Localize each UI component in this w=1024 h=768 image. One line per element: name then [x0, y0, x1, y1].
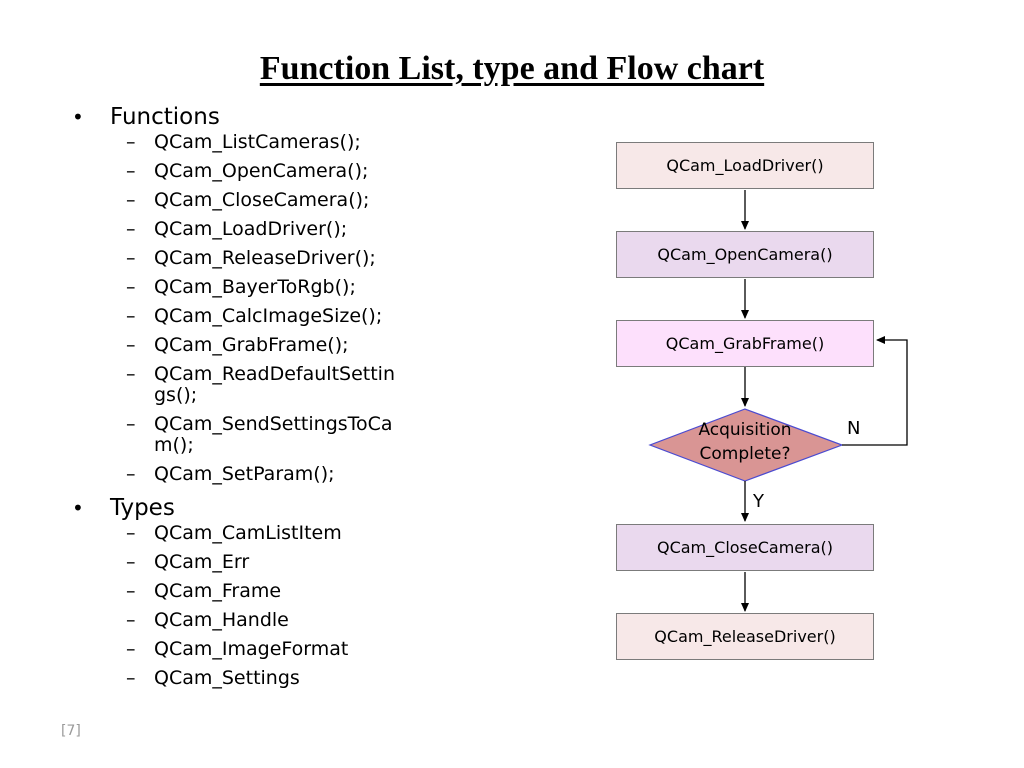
list-item-text: QCam_Err [154, 551, 250, 573]
list-item-text: QCam_CalcImageSize(); [154, 305, 383, 327]
list-item-text: QCam_OpenCamera(); [154, 160, 369, 182]
list-item: –QCam_SetParam(); [110, 464, 399, 485]
list-item: –QCam_ListCameras(); [110, 132, 399, 153]
list-item: –QCam_CloseCamera(); [110, 190, 399, 211]
list-item: –QCam_ReleaseDriver(); [110, 248, 399, 269]
list-item-text: QCam_CamListItem [154, 522, 342, 544]
content-list: • Functions –QCam_ListCameras();–QCam_Op… [70, 102, 470, 697]
dash-icon: – [126, 160, 136, 182]
slide-title: Function List, type and Flow chart [259, 50, 765, 87]
list-item-text: QCam_ImageFormat [154, 638, 349, 660]
functions-list: –QCam_ListCameras();–QCam_OpenCamera();–… [110, 132, 470, 485]
arrow-loop-back [842, 336, 908, 446]
list-item-text: QCam_Frame [154, 580, 282, 602]
page-number: [7] [61, 723, 81, 739]
dash-icon: – [126, 413, 136, 435]
list-item: –QCam_LoadDriver(); [110, 219, 399, 240]
dash-icon: – [126, 305, 136, 327]
list-item-text: QCam_ReleaseDriver(); [154, 247, 376, 269]
functions-heading: Functions [110, 104, 220, 130]
list-item: –QCam_SendSettingsToCam(); [110, 414, 399, 456]
list-item-text: QCam_GrabFrame(); [154, 334, 349, 356]
list-item: –QCam_ReadDefaultSettings(); [110, 364, 399, 406]
types-list: –QCam_CamListItem–QCam_Err–QCam_Frame–QC… [110, 523, 470, 689]
release-driver-box: QCam_ReleaseDriver() [616, 613, 874, 660]
dash-icon: – [126, 667, 136, 689]
list-item: –QCam_ImageFormat [110, 639, 399, 660]
open-camera-box: QCam_OpenCamera() [616, 231, 874, 278]
dash-icon: – [126, 522, 136, 544]
list-item-text: QCam_Settings [154, 667, 300, 689]
types-heading: Types [110, 495, 175, 521]
bullet-icon: • [72, 496, 84, 520]
list-item-text: QCam_SetParam(); [154, 463, 335, 485]
list-item-text: QCam_ListCameras(); [154, 131, 361, 153]
list-item: –QCam_OpenCamera(); [110, 161, 399, 182]
list-item-text: QCam_ReadDefaultSettings(); [154, 363, 396, 406]
functions-section: • Functions –QCam_ListCameras();–QCam_Op… [70, 102, 470, 485]
list-item: –QCam_Settings [110, 668, 399, 689]
list-item: –QCam_BayerToRgb(); [110, 277, 399, 298]
close-camera-box: QCam_CloseCamera() [616, 524, 874, 571]
dash-icon: – [126, 363, 136, 385]
grab-frame-box: QCam_GrabFrame() [616, 320, 874, 367]
bullet-icon: • [72, 105, 84, 129]
list-item-text: QCam_BayerToRgb(); [154, 276, 356, 298]
list-item: –QCam_CalcImageSize(); [110, 306, 399, 327]
list-item: –QCam_Frame [110, 581, 399, 602]
flowchart: QCam_LoadDriver() QCam_OpenCamera() QCam… [600, 130, 920, 690]
flowchart-connectors [648, 190, 908, 612]
dash-icon: – [126, 247, 136, 269]
list-item-text: QCam_CloseCamera(); [154, 189, 370, 211]
list-item-text: QCam_LoadDriver(); [154, 218, 348, 240]
list-item: –QCam_GrabFrame(); [110, 335, 399, 356]
list-item: –QCam_Handle [110, 610, 399, 631]
dash-icon: – [126, 131, 136, 153]
no-label: N [847, 418, 861, 439]
dash-icon: – [126, 638, 136, 660]
list-item-text: QCam_SendSettingsToCam(); [154, 413, 393, 456]
yes-label: Y [753, 491, 764, 512]
dash-icon: – [126, 551, 136, 573]
list-item: –QCam_Err [110, 552, 399, 573]
decision-label-line1: Acquisition [698, 420, 792, 440]
dash-icon: – [126, 218, 136, 240]
types-section: • Types –QCam_CamListItem–QCam_Err–QCam_… [70, 493, 470, 689]
load-driver-box: QCam_LoadDriver() [616, 142, 874, 189]
list-item: –QCam_CamListItem [110, 523, 399, 544]
dash-icon: – [126, 276, 136, 298]
decision-label: Acquisition Complete? [680, 418, 810, 466]
list-item-text: QCam_Handle [154, 609, 289, 631]
decision-label-line2: Complete? [699, 444, 791, 464]
dash-icon: – [126, 334, 136, 356]
dash-icon: – [126, 609, 136, 631]
dash-icon: – [126, 189, 136, 211]
dash-icon: – [126, 463, 136, 485]
dash-icon: – [126, 580, 136, 602]
